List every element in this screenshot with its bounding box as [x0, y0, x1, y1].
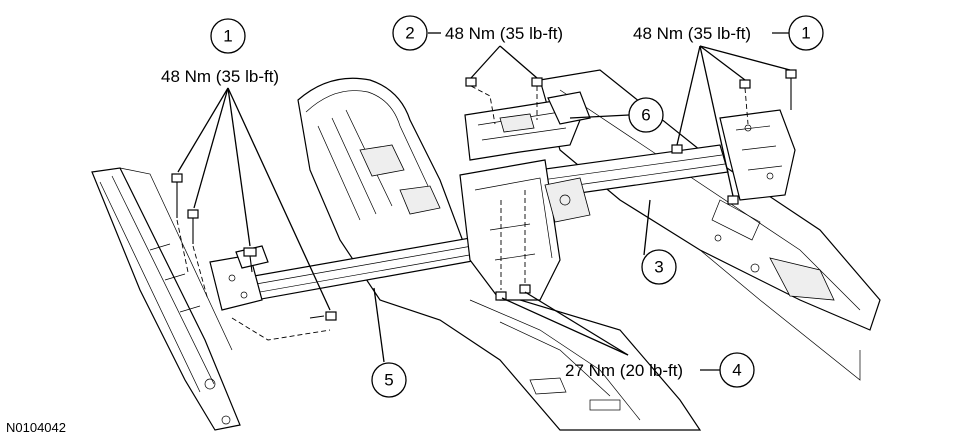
callout-1-left: 1 48 Nm (35 lb-ft) — [161, 18, 279, 86]
callout-2-torque: 48 Nm (35 lb-ft) — [445, 24, 563, 43]
callout-4-number: 4 — [732, 361, 741, 380]
bolt-left-1 — [171, 173, 189, 273]
center-support — [459, 159, 591, 301]
callout-1-right: 1 48 Nm (35 lb-ft) — [633, 15, 824, 51]
figure-code: N0104042 — [6, 420, 66, 435]
bolt-right-3 — [785, 69, 797, 110]
right-frame-rail — [539, 69, 881, 381]
bolt-right-1 — [671, 144, 683, 154]
bolt-right-4 — [727, 195, 739, 205]
callout-3-number: 3 — [654, 258, 663, 277]
callout-3: 3 — [641, 249, 677, 285]
callout-4: 4 27 Nm (20 lb-ft) — [565, 352, 755, 388]
callout-2-number: 2 — [405, 24, 414, 43]
left-frame-rail — [91, 167, 241, 431]
callout-1-right-number: 1 — [801, 24, 810, 43]
callout-1-right-torque: 48 Nm (35 lb-ft) — [633, 24, 751, 43]
bolts — [171, 69, 797, 321]
crossmember-tube — [209, 237, 479, 341]
callout-6: 6 — [628, 97, 664, 133]
callout-4-torque: 27 Nm (20 lb-ft) — [565, 361, 683, 380]
callout-1-left-torque: 48 Nm (35 lb-ft) — [161, 67, 279, 86]
bolt-lower-2 — [519, 190, 531, 294]
bolt-left-3 — [243, 247, 257, 273]
bolt-lower-1 — [495, 200, 507, 301]
callout-5: 5 — [371, 362, 407, 398]
callout-6-number: 6 — [641, 106, 650, 125]
bolt-left-2 — [187, 209, 209, 301]
callout-2: 2 48 Nm (35 lb-ft) — [392, 15, 563, 51]
bolt-left-4 — [309, 311, 337, 321]
callout-5-number: 5 — [384, 371, 393, 390]
callout-1-left-number: 1 — [223, 27, 232, 46]
leader-lines — [177, 32, 791, 371]
